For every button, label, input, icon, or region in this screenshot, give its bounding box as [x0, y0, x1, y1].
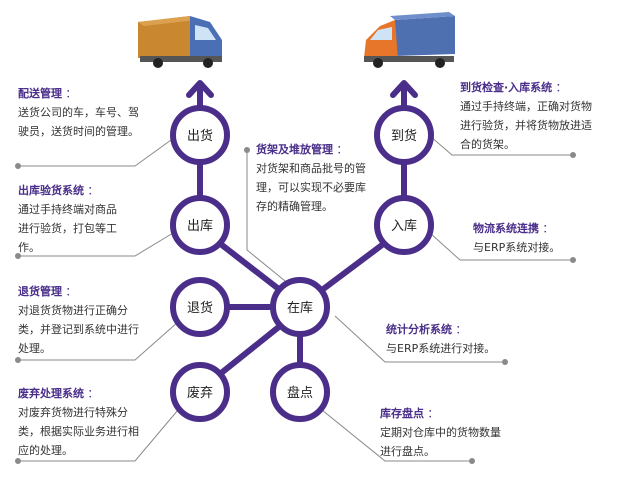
note-wuliu-body: 与ERP系统对接。: [473, 241, 561, 254]
node-chuku-label: 出库: [187, 218, 213, 234]
node-ruku: 入库: [374, 195, 434, 255]
note-chukuyanhuo-body: 通过手持终端对商品进行验货，打包等工作。: [18, 203, 117, 254]
node-daohuo: 到货: [374, 105, 434, 165]
note-huojia: 货架及堆放管理 对货架和商品批号的管理，可以实现不必要库存的精确管理。: [256, 140, 368, 216]
leader-feiqi: [18, 409, 179, 462]
node-chuhuo: 出货: [170, 105, 230, 165]
note-daohuojiancha: 到货检查·入库系统 通过手持终端，正确对货物进行验货，并将货物放进适合的货架。: [460, 78, 595, 154]
delivery-truck-icon: [138, 16, 222, 68]
node-ruku-label: 入库: [391, 218, 417, 234]
leader-lines: [15, 134, 576, 464]
node-feiqi: 废弃: [170, 362, 230, 422]
truck-left: [138, 16, 222, 68]
note-wuliu: 物流系统连携 与ERP系统对接。: [473, 219, 603, 257]
note-tongji-title: 统计分析系统: [386, 320, 536, 339]
node-tuihuo-label: 退货: [187, 300, 213, 316]
leader-wuliu: [429, 232, 573, 261]
note-daohuojiancha-body: 通过手持终端，正确对货物进行验货，并将货物放进适合的货架。: [460, 100, 592, 151]
note-feiqichuli: 废弃处理系统 对废弃货物进行特殊分类，根据实际业务进行相应的处理。: [18, 384, 143, 460]
node-zaiku: 在库: [270, 277, 330, 337]
leader-peisong: [18, 134, 179, 167]
note-peisong: 配送管理 送货公司的车，车号、驾驶员，送货时间的管理。: [18, 84, 143, 141]
note-feiqichuli-title: 废弃处理系统: [18, 384, 143, 403]
node-daohuo-label: 到货: [391, 128, 417, 144]
note-chukuyanhuo: 出库验货系统 通过手持终端对商品进行验货，打包等工作。: [18, 181, 123, 257]
leader-kucun: [321, 409, 472, 462]
leader-tongji: [334, 315, 505, 363]
node-tuihuo: 退货: [170, 277, 230, 337]
note-huojia-title: 货架及堆放管理: [256, 140, 368, 159]
note-kucun-title: 库存盘点: [380, 404, 505, 423]
node-feiqi-label: 废弃: [187, 385, 213, 401]
note-daohuojiancha-title: 到货检查·入库系统: [460, 78, 595, 97]
note-tuihuoguanli-body: 对退货货物进行正确分类，并登记到系统中进行处理。: [18, 304, 139, 355]
note-tuihuoguanli-title: 退货管理: [18, 282, 143, 301]
truck-right: [364, 12, 455, 68]
note-feiqichuli-body: 对废弃货物进行特殊分类，根据实际业务进行相应的处理。: [18, 406, 139, 457]
node-chuku: 出库: [170, 195, 230, 255]
note-chukuyanhuo-title: 出库验货系统: [18, 181, 123, 200]
note-peisong-title: 配送管理: [18, 84, 143, 103]
note-wuliu-title: 物流系统连携: [473, 219, 603, 238]
node-zaiku-label: 在库: [287, 300, 313, 316]
note-kucun: 库存盘点 定期对仓库中的货物数量进行盘点。: [380, 404, 505, 461]
flow-connectors: [186, 80, 418, 377]
leader-daohuojiancha: [429, 135, 573, 156]
delivery-truck-icon: [364, 12, 455, 68]
note-kucun-body: 定期对仓库中的货物数量进行盘点。: [380, 426, 501, 458]
note-huojia-body: 对货架和商品批号的管理，可以实现不必要库存的精确管理。: [256, 162, 366, 213]
node-pandian-label: 盘点: [287, 385, 313, 401]
note-tuihuoguanli: 退货管理 对退货货物进行正确分类，并登记到系统中进行处理。: [18, 282, 143, 358]
leader-chukuyanhuo: [18, 229, 179, 257]
node-chuhuo-label: 出货: [187, 128, 213, 144]
node-pandian: 盘点: [270, 362, 330, 422]
note-tongji-body: 与ERP系统进行对接。: [386, 342, 496, 355]
note-peisong-body: 送货公司的车，车号、驾驶员，送货时间的管理。: [18, 106, 139, 138]
leader-huojia: [246, 150, 291, 286]
note-tongji: 统计分析系统 与ERP系统进行对接。: [386, 320, 536, 358]
leader-tuihuo: [18, 321, 179, 361]
